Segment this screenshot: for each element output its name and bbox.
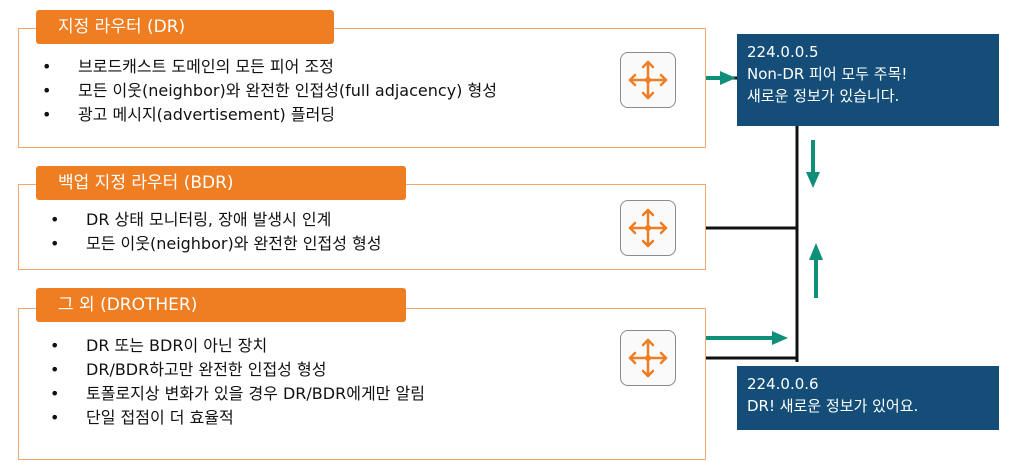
multicast-message-line1: Non-DR 피어 모두 주목! (747, 65, 908, 83)
router-icon (628, 338, 668, 378)
arrow-up (809, 243, 823, 298)
multicast-dr-box: 224.0.0.6 DR! 새로운 정보가 있어요. (737, 366, 999, 430)
list-item: 모든 이웃(neighbor)와 완전한 인접성 형성 (50, 232, 381, 256)
drother-router (620, 330, 676, 386)
multicast-message-line2: 새로운 정보가 있습니다. (747, 87, 900, 105)
router-icon (628, 60, 668, 100)
multicast-address: 224.0.0.5 (747, 43, 819, 61)
multicast-message-line1: DR! 새로운 정보가 있어요. (747, 397, 919, 415)
dr-router (620, 52, 676, 108)
list-item: 광고 메시지(advertisement) 플러딩 (42, 103, 497, 127)
drother-items: DR 또는 BDR이 아닌 장치 DR/BDR하고만 완전한 인접성 형성 토폴… (50, 334, 425, 430)
list-item: 단일 접점이 더 효율적 (50, 406, 425, 430)
multicast-all-box: 224.0.0.5 Non-DR 피어 모두 주목! 새로운 정보가 있습니다. (737, 34, 999, 126)
bdr-items: DR 상태 모니터링, 장애 발생시 인계 모든 이웃(neighbor)와 완… (50, 208, 381, 256)
list-item: 브로드캐스트 도메인의 모든 피어 조정 (42, 55, 497, 79)
arrow-down (806, 140, 820, 188)
dr-title: 지정 라우터 (DR) (36, 10, 334, 44)
list-item: 토폴로지상 변화가 있을 경우 DR/BDR에게만 알림 (50, 382, 425, 406)
list-item: 모든 이웃(neighbor)와 완전한 인접성(full adjacency)… (42, 79, 497, 103)
router-icon (628, 208, 668, 248)
list-item: DR 또는 BDR이 아닌 장치 (50, 334, 425, 358)
bdr-title: 백업 지정 라우터 (BDR) (36, 166, 406, 200)
bdr-router (620, 200, 676, 256)
drother-title: 그 외 (DROTHER) (36, 288, 406, 322)
list-item: DR 상태 모니터링, 장애 발생시 인계 (50, 208, 381, 232)
multicast-address: 224.0.0.6 (747, 375, 819, 393)
dr-items: 브로드캐스트 도메인의 모든 피어 조정 모든 이웃(neighbor)와 완전… (42, 55, 497, 127)
list-item: DR/BDR하고만 완전한 인접성 형성 (50, 358, 425, 382)
